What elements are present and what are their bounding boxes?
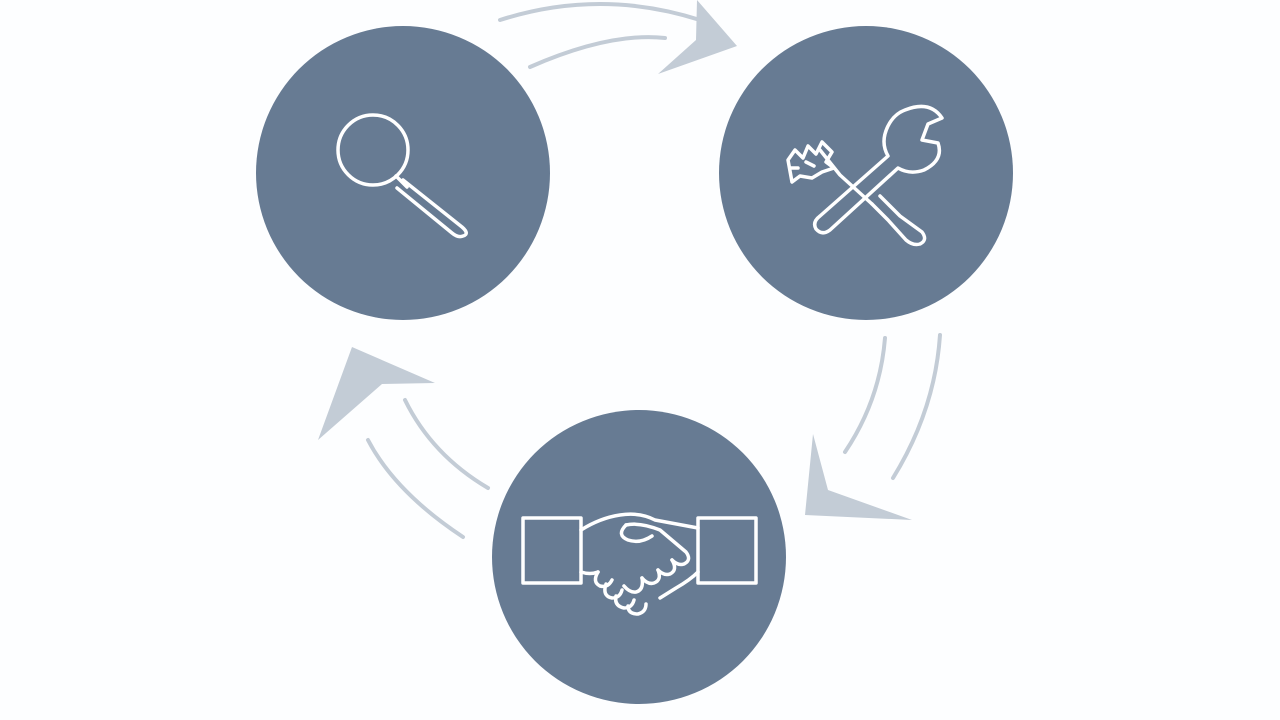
node-tools-circle [719, 26, 1013, 320]
handshake-icon [521, 512, 758, 616]
arrowhead-up-left [318, 347, 435, 440]
arrow-agreement-to-search [318, 347, 490, 539]
node-tools [719, 26, 1013, 320]
arrowhead-down-left [805, 434, 912, 520]
arrow-search-to-tools [498, 0, 737, 74]
magnifying-glass-icon [336, 113, 468, 239]
node-search-circle [256, 26, 550, 320]
node-agreement-circle [492, 410, 786, 704]
wrench-screwdriver-icon [786, 104, 944, 247]
arrow-tools-to-agreement [805, 333, 942, 520]
arrowhead-right [658, 0, 737, 74]
node-search [256, 26, 550, 320]
node-agreement [492, 410, 786, 704]
